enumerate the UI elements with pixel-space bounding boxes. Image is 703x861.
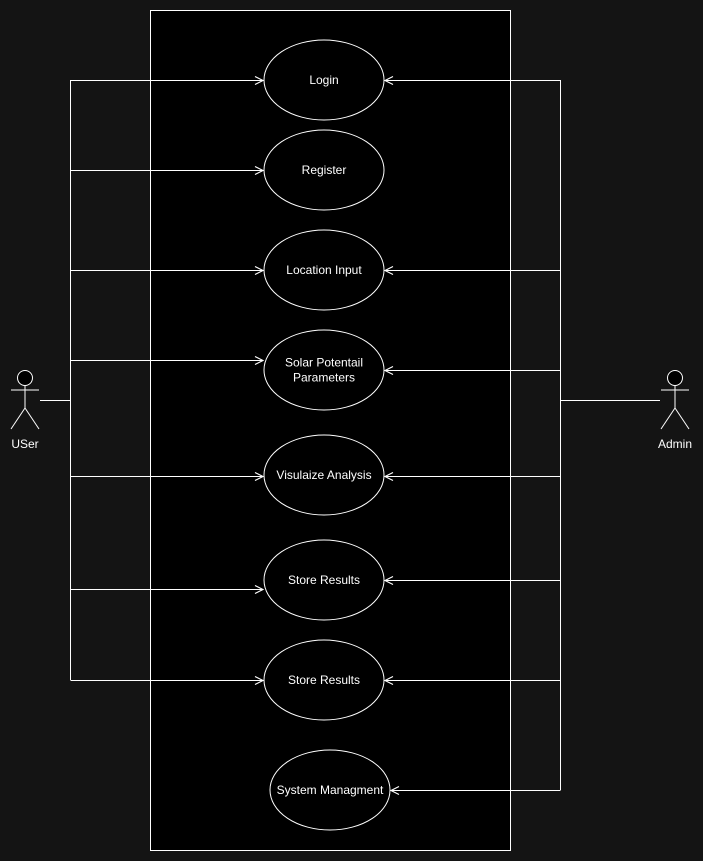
use-case-label: Solar Potentail [285,356,363,370]
use-case-store-results-1[interactable]: Store Results [263,539,385,621]
use-case-ellipse [263,229,385,311]
actor-user-label: USer [11,437,38,451]
use-case-label: Login [309,73,338,87]
actor-admin-label: Admin [658,437,692,451]
use-case-location-input[interactable]: Location Input [263,229,385,311]
use-case-label: Store Results [288,573,360,587]
use-case-ellipse [263,329,385,411]
association-lines [40,80,660,791]
use-case-label: Store Results [288,673,360,687]
use-case-label: Parameters [293,371,355,385]
use-case-login[interactable]: Login [263,39,385,121]
actor-user[interactable]: USer [10,370,40,452]
use-case-ellipse [263,434,385,516]
actor-admin[interactable]: Admin [658,370,692,452]
use-case-ellipse [263,39,385,121]
use-case-store-results-2[interactable]: Store Results [263,639,385,721]
use-case-ellipse [263,539,385,621]
use-case-label: Register [302,163,347,177]
use-case-register[interactable]: Register [263,129,385,211]
use-case-label: System Managment [277,783,384,797]
use-case-ellipse [263,129,385,211]
use-case-label: Location Input [286,263,362,277]
admin-stick-figure-icon [660,370,690,430]
use-case-system-management[interactable]: System Managment [269,749,391,831]
user-stick-figure-icon [10,370,40,430]
use-case-ellipse [269,749,391,831]
use-case-visualize-analysis[interactable]: Visulaize Analysis [263,434,385,516]
use-case-label: Visulaize Analysis [276,468,371,482]
use-case-ellipse [263,639,385,721]
